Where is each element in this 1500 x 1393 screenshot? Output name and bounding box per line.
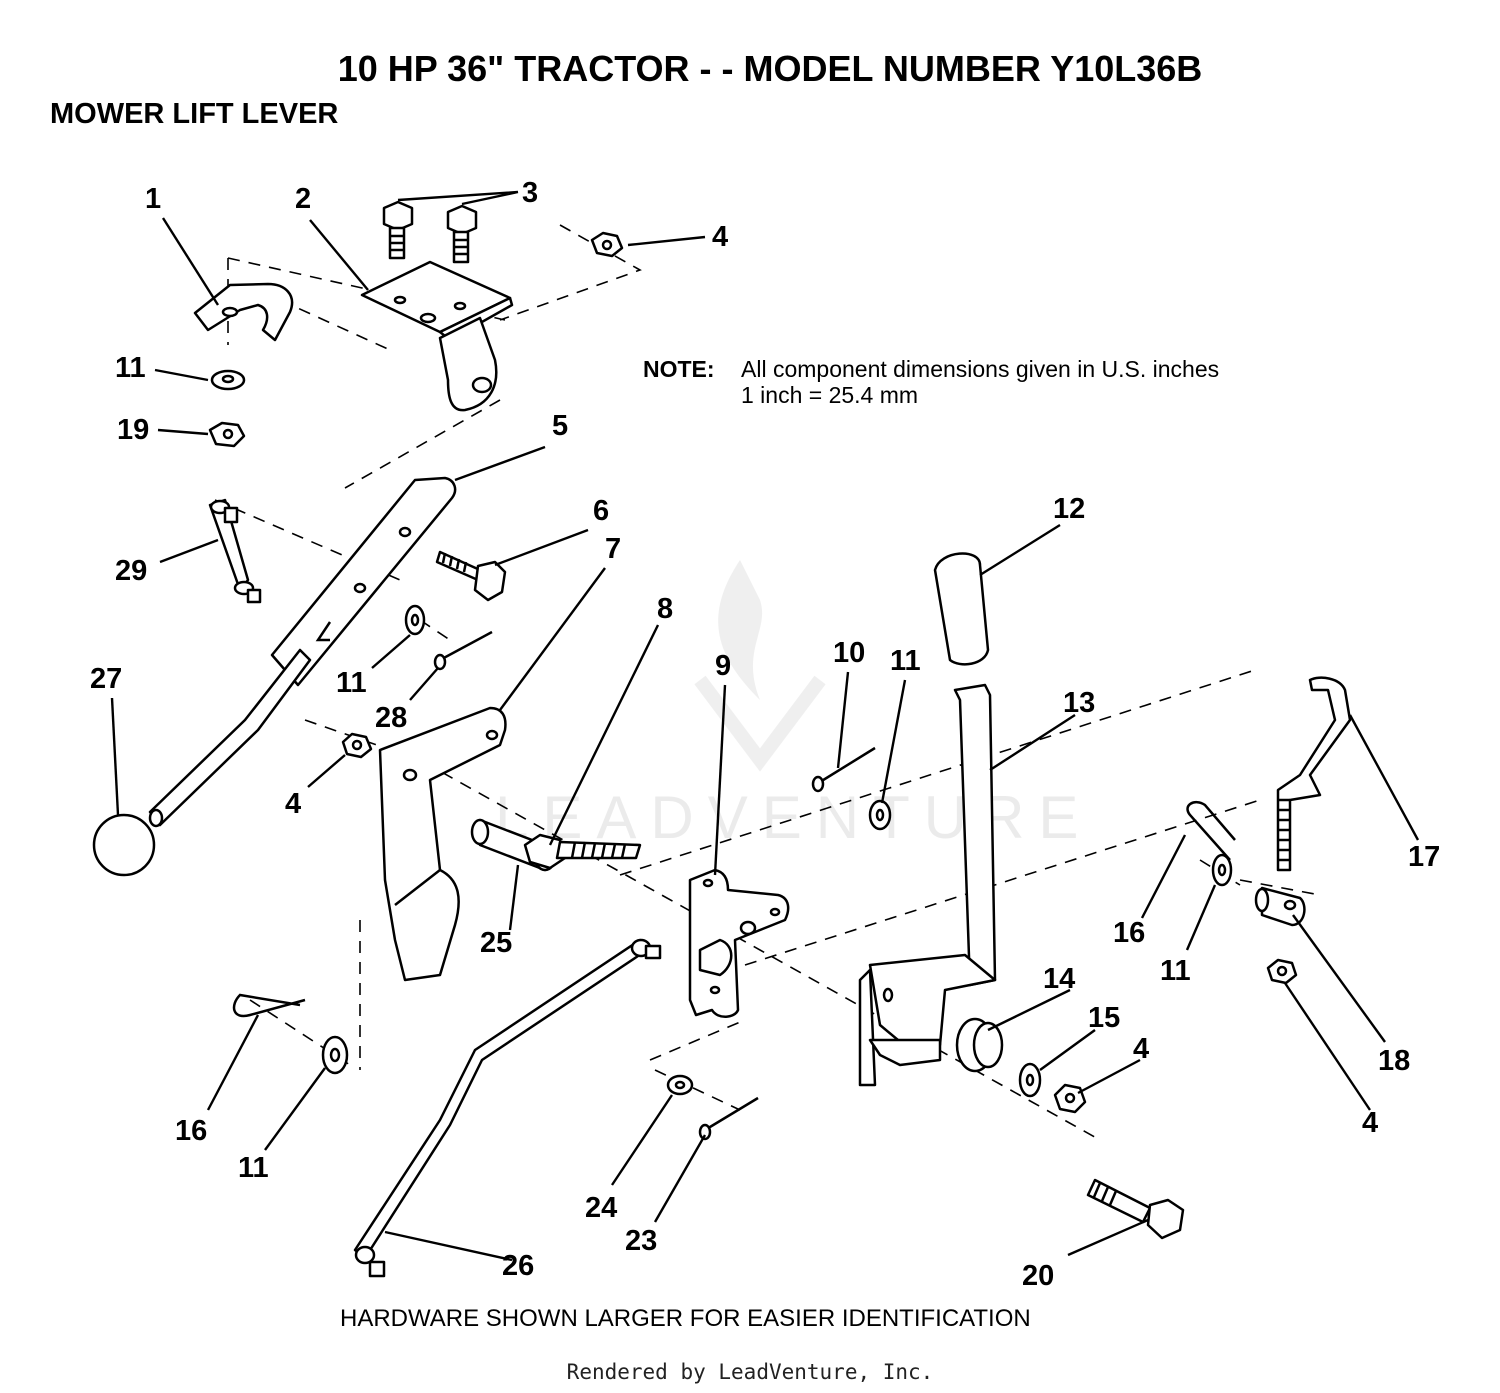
threaded-rod-17 [1276,676,1352,872]
callout-8: 8 [657,593,673,625]
bolt-20 [1086,1178,1185,1240]
diagram-title: 10 HP 36" TRACTOR - - MODEL NUMBER Y10L3… [337,48,1203,89]
callout-26: 26 [502,1250,534,1282]
callout-3: 3 [522,177,538,209]
callout-20: 20 [1022,1260,1054,1292]
callout-14: 14 [1043,963,1075,995]
handle-grip-12 [933,552,990,666]
callout-9: 9 [715,650,731,682]
callout-4: 4 [1133,1033,1149,1065]
callout-5: 5 [552,410,568,442]
callout-25: 25 [480,927,512,959]
lever-plate-7 [378,706,507,982]
hardware-note: HARDWARE SHOWN LARGER FOR EASIER IDENTIF… [340,1305,1031,1332]
callout-11: 11 [115,352,146,384]
callout-15: 15 [1088,1002,1120,1034]
rod-27 [92,648,312,877]
watermark-text: LEADVENTURE [495,784,1092,851]
callout-13: 13 [1063,687,1095,719]
flame-logo-icon [718,560,763,700]
lift-bar [270,476,457,687]
watermark: LEADVENTURE [495,560,1092,851]
mounting-bracket [360,260,514,412]
hardware-nuts-washers [208,231,1298,1114]
callout-11: 11 [336,667,367,699]
bolts-3 [382,200,478,264]
bolt-8 [523,833,642,870]
callout-10: 10 [833,637,865,669]
note-body: All component dimensions given in U.S. i… [741,356,1219,408]
callout-numbers: 1 2 3 4 4 4 4 4 5 6 7 8 9 10 11 11 11 11… [90,177,1440,1292]
callout-12: 12 [1053,493,1085,525]
callout-4: 4 [285,788,301,820]
callout-11: 11 [890,645,921,677]
callout-23: 23 [625,1225,657,1257]
callout-16: 16 [1113,917,1145,949]
pin-28 [433,630,493,671]
lever-13 [858,683,997,1087]
v-logo-icon [694,675,826,772]
clip-bracket [193,282,294,342]
assembly-lines [214,224,1321,1141]
callout-18: 18 [1378,1045,1410,1077]
bolt-6 [435,550,507,602]
diagram-subtitle: MOWER LIFT LEVER [50,98,339,130]
note-label: NOTE: [643,356,715,382]
callout-4: 4 [1362,1107,1378,1139]
callout-4: 4 [712,221,728,253]
dimension-note: NOTE: All component dimensions given in U… [643,356,1219,408]
pin-10 [811,746,876,793]
lever-plate-9 [688,868,790,1018]
callout-28: 28 [375,702,407,734]
link-29 [208,498,262,604]
callout-7: 7 [605,533,621,565]
pin-23 [698,1096,759,1141]
callout-27: 27 [90,663,122,695]
callout-16: 16 [175,1115,207,1147]
render-credit: Rendered by LeadVenture, Inc. [566,1360,934,1384]
callout-11: 11 [238,1152,269,1184]
callout-17: 17 [1408,841,1440,873]
callout-19: 19 [117,414,149,446]
callout-leaders [110,190,1420,1262]
callout-1: 1 [145,183,161,215]
callout-2: 2 [295,183,311,215]
callout-6: 6 [593,495,609,527]
callout-24: 24 [585,1192,617,1224]
note-line-2: 1 inch = 25.4 mm [741,382,919,408]
hairpin-clips-16 [232,800,1236,1018]
callout-29: 29 [115,555,147,587]
callout-11: 11 [1160,955,1191,987]
note-line-1: All component dimensions given in U.S. i… [741,356,1220,382]
rod-26 [353,938,662,1278]
